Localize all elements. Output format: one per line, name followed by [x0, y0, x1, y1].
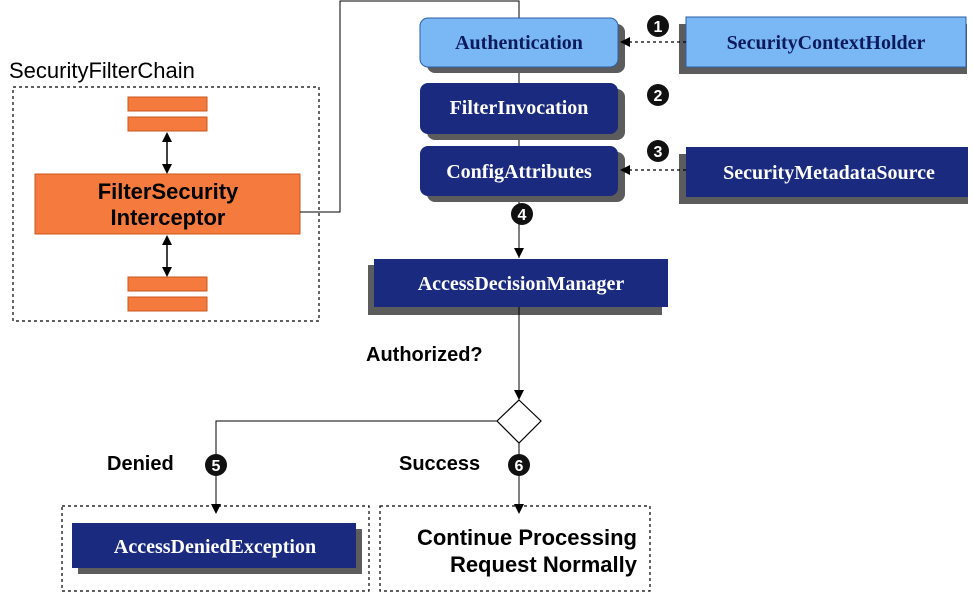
step-number: 3: [654, 144, 663, 161]
security-filter-chain: SecurityFilterChain FilterSecurity Inter…: [9, 58, 320, 322]
security-context-holder-label: SecurityContextHolder: [727, 32, 926, 54]
filter-invocation-box: [420, 83, 618, 134]
filter-security-interceptor-box: [34, 173, 301, 235]
security-context-holder-box: [685, 16, 967, 68]
authorized-question-label: Authorized?: [366, 344, 483, 366]
continue-processing-label: Continue Processing: [417, 525, 637, 550]
authentication-label: Authentication: [455, 32, 583, 54]
success-outcome-border: [379, 505, 651, 592]
step-badge-5: 5: [205, 454, 227, 476]
step-badge-4: 4: [511, 203, 533, 225]
step-number: 1: [654, 19, 663, 36]
step-number: 4: [518, 207, 527, 224]
access-denied-exception-box: [72, 523, 356, 568]
access-denied-exception-label: AccessDeniedException: [114, 536, 316, 558]
access-denied-outcome-border: [61, 505, 370, 592]
config-attributes-label: ConfigAttributes: [446, 161, 592, 183]
authentication-box: [419, 17, 619, 68]
filter-bar: [127, 96, 208, 112]
step-badge-2: 2: [647, 84, 669, 106]
step-badge-6: 6: [508, 454, 530, 476]
security-metadata-source-label: SecurityMetadataSource: [723, 162, 935, 184]
step-number: 2: [654, 88, 663, 105]
denied-branch-connector: [211, 420, 497, 514]
config-attributes-box: [420, 146, 618, 196]
step-badge-1: 1: [647, 15, 669, 37]
continue-processing-label: Request Normally: [450, 552, 638, 577]
security-filter-chain-border: [12, 86, 320, 322]
success-label: Success: [399, 453, 480, 475]
access-decision-manager-label: AccessDecisionManager: [418, 273, 625, 295]
filter-bar: [127, 276, 208, 292]
denied-label: Denied: [107, 453, 174, 475]
decision-diamond: [496, 399, 542, 444]
arrowhead: [514, 248, 524, 258]
security-metadata-source-box: [686, 147, 968, 197]
filter-bar: [127, 116, 208, 132]
filter-invocation-label: FilterInvocation: [450, 97, 589, 119]
security-filter-chain-title: SecurityFilterChain: [9, 58, 195, 83]
filter-security-interceptor-label: Interceptor: [111, 205, 226, 230]
access-decision-manager-box: [374, 259, 668, 307]
step-badge-3: 3: [647, 140, 669, 162]
filter-bar: [127, 296, 208, 312]
filter-security-interceptor-label: FilterSecurity: [98, 179, 239, 204]
step-number: 6: [515, 458, 524, 475]
step-number: 5: [212, 458, 221, 475]
